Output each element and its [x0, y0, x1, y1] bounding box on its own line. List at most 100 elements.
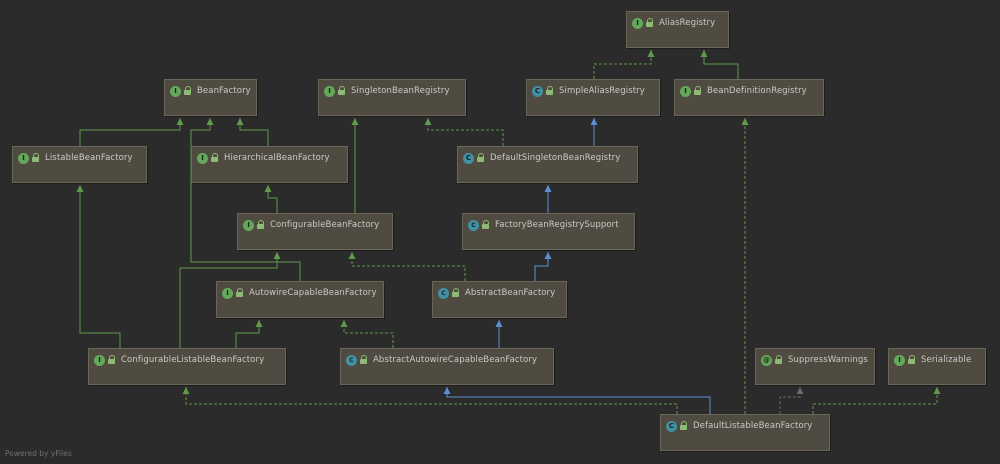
- edge-configlistable-to-listable: [76, 185, 121, 348]
- arrowhead: [351, 118, 359, 125]
- arrowhead: [255, 320, 263, 327]
- edge-defaultsingleton-to-simplealias: [590, 118, 598, 146]
- node-bean-factory[interactable]: I BeanFactory: [164, 79, 257, 116]
- arrowhead: [443, 387, 451, 394]
- edge-autowire-to-beanfactory: [190, 118, 301, 281]
- edge-beandefreg-to-aliasregistry: [700, 50, 739, 79]
- edge-abstractautowire-to-autowire: [340, 320, 394, 348]
- arrowhead: [264, 185, 272, 192]
- class-icon: C: [463, 152, 474, 164]
- lock-icon: [482, 220, 490, 230]
- arrowhead: [206, 118, 214, 125]
- node-label: SingletonBeanRegistry: [351, 86, 450, 96]
- node-label: SuppressWarnings: [788, 355, 868, 365]
- node-label: DefaultSingletonBeanRegistry: [490, 153, 621, 163]
- node-label: ListableBeanFactory: [45, 153, 133, 163]
- interface-icon: I: [197, 152, 208, 164]
- node-configurable-bean-factory[interactable]: I ConfigurableBeanFactory: [237, 213, 393, 250]
- lock-icon: [108, 355, 116, 365]
- edge-configurable-to-singletonreg: [351, 118, 359, 213]
- node-label: BeanDefinitionRegistry: [707, 86, 807, 96]
- lock-icon: [236, 288, 244, 298]
- node-abstract-bean-factory[interactable]: C AbstractBeanFactory: [432, 281, 567, 318]
- node-singleton-bean-registry[interactable]: I SingletonBeanRegistry: [318, 79, 466, 116]
- arrowhead: [796, 387, 804, 394]
- lock-icon: [646, 18, 654, 28]
- edge-configlistable-to-autowire: [235, 320, 263, 348]
- arrowhead: [495, 320, 503, 327]
- node-alias-registry[interactable]: I AliasRegistry: [626, 11, 729, 48]
- interface-icon: I: [18, 152, 29, 164]
- node-label: AbstractBeanFactory: [465, 288, 556, 298]
- arrowhead: [741, 118, 749, 125]
- edge-abstractbf-to-configurable: [348, 252, 466, 281]
- annotation-icon: @: [761, 354, 772, 366]
- node-hierarchical-bean-factory[interactable]: I HierarchicalBeanFactory: [191, 146, 348, 183]
- lock-icon: [908, 355, 916, 365]
- interface-icon: I: [243, 219, 254, 231]
- edge-configlistable-to-configurable: [179, 252, 281, 348]
- node-label: AliasRegistry: [659, 18, 716, 28]
- abstract-class-icon: C: [346, 354, 357, 366]
- node-suppress-warnings[interactable]: @ SuppressWarnings: [755, 348, 875, 385]
- interface-icon: I: [222, 287, 233, 299]
- lock-icon: [477, 153, 485, 163]
- interface-icon: I: [170, 85, 181, 97]
- edge-defaultlistable-to-serializable: [812, 387, 941, 414]
- lock-icon: [680, 421, 688, 431]
- node-label: Serializable: [921, 355, 972, 365]
- arrowhead: [700, 50, 708, 57]
- arrowhead: [590, 118, 598, 125]
- lock-icon: [546, 86, 554, 96]
- lock-icon: [452, 288, 460, 298]
- lock-icon: [338, 86, 346, 96]
- node-configurable-listable-bean-factory[interactable]: I ConfigurableListableBeanFactory: [88, 348, 286, 385]
- edge-hierarchical-to-beanfactory: [236, 118, 269, 146]
- interface-icon: I: [680, 85, 691, 97]
- arrowhead: [76, 185, 84, 192]
- edge-simplealias-to-aliasregistry: [593, 50, 655, 79]
- node-default-singleton-bean-registry[interactable]: C DefaultSingletonBeanRegistry: [457, 146, 638, 183]
- node-label: ConfigurableListableBeanFactory: [121, 355, 265, 365]
- node-label: ConfigurableBeanFactory: [270, 220, 380, 230]
- arrowhead: [647, 50, 655, 57]
- lock-icon: [775, 355, 783, 365]
- interface-icon: I: [632, 17, 643, 29]
- node-label: SimpleAliasRegistry: [559, 86, 645, 96]
- edge-defaultlistable-to-suppresswarnings: [779, 387, 804, 414]
- class-icon: C: [532, 85, 543, 97]
- node-simple-alias-registry[interactable]: C SimpleAliasRegistry: [526, 79, 660, 116]
- edge-abstractbf-to-factorysupport: [534, 252, 552, 281]
- abstract-class-icon: C: [438, 287, 449, 299]
- arrowhead: [348, 252, 356, 259]
- edge-defaultsingleton-to-singletonreg: [424, 118, 504, 146]
- lock-icon: [32, 153, 40, 163]
- arrowhead: [544, 185, 552, 192]
- watermark: Powered by yFiles: [5, 449, 72, 458]
- edge-defaultlistable-to-abstractautowire: [443, 387, 711, 414]
- arrowhead: [236, 118, 244, 125]
- arrowhead: [424, 118, 432, 125]
- edge-defaultlistable-to-beandefreg: [741, 118, 749, 414]
- node-label: HierarchicalBeanFactory: [224, 153, 330, 163]
- node-listable-bean-factory[interactable]: I ListableBeanFactory: [12, 146, 147, 183]
- node-label: BeanFactory: [197, 86, 251, 96]
- arrowhead: [544, 252, 552, 259]
- node-label: DefaultListableBeanFactory: [693, 421, 813, 431]
- node-label: FactoryBeanRegistrySupport: [495, 220, 619, 230]
- arrowhead: [176, 118, 184, 125]
- arrowhead: [340, 320, 348, 327]
- interface-icon: I: [94, 354, 105, 366]
- interface-icon: I: [324, 85, 335, 97]
- node-bean-definition-registry[interactable]: I BeanDefinitionRegistry: [674, 79, 824, 116]
- arrowhead: [933, 387, 941, 394]
- edge-factorysupport-to-defaultsingleton: [544, 185, 552, 213]
- lock-icon: [694, 86, 702, 96]
